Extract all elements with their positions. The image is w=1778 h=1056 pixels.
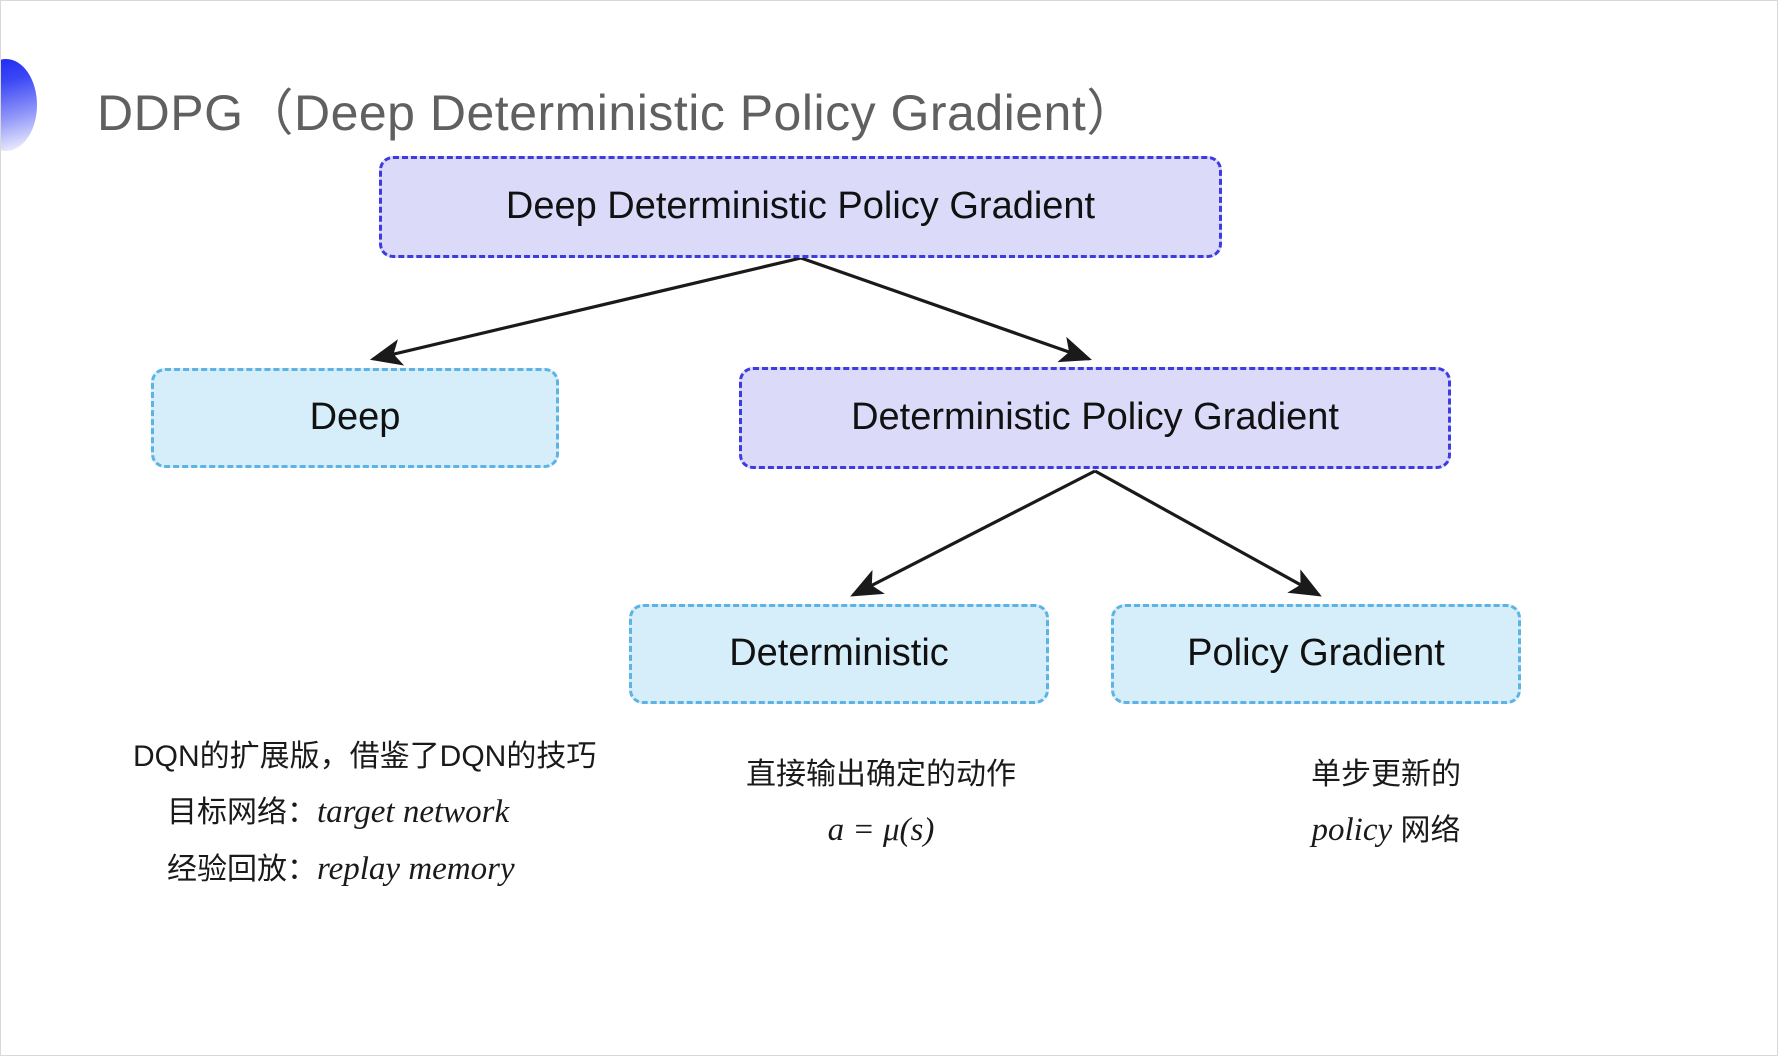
edge-dpg-to-deterministic	[850, 469, 1096, 597]
note-deep-line-2-term: target network	[317, 793, 510, 830]
note-deep-line-2: 目标网络：target network	[133, 784, 596, 842]
node-policy-gradient[interactable]: Policy Gradient	[1111, 604, 1521, 704]
node-label: Deep	[309, 396, 401, 439]
note-deterministic: 直接输出确定的动作 a = μ(s)	[741, 749, 1021, 859]
note-policy-line-1: 单步更新的	[1311, 758, 1461, 791]
note-deep: DQN的扩展版，借鉴了DQN的技巧 目标网络：target network 经验…	[133, 731, 596, 899]
node-deep-deterministic-policy-gradient[interactable]: Deep Deterministic Policy Gradient	[379, 156, 1222, 258]
node-deep[interactable]: Deep	[151, 368, 559, 468]
note-policy-gradient: 单步更新的 policy 网络	[1241, 749, 1531, 859]
page-title: DDPG（Deep Deterministic Policy Gradient）	[97, 85, 1137, 141]
note-policy-line-2: policy 网络	[1241, 802, 1531, 860]
note-policy-suffix: 网络	[1392, 813, 1461, 847]
node-label: Deterministic Policy Gradient	[851, 396, 1339, 439]
node-label: Deep Deterministic Policy Gradient	[505, 185, 1096, 228]
gradient-circle-accent-icon	[1, 59, 37, 151]
note-deep-line-2-label: 目标网络：	[167, 795, 317, 829]
edge-root-to-dpg	[800, 256, 1093, 363]
note-deep-line-3-label: 经验回放：	[167, 853, 317, 887]
note-deep-line-1: DQN的扩展版，借鉴了DQN的技巧	[133, 740, 597, 773]
node-deterministic-policy-gradient[interactable]: Deterministic Policy Gradient	[739, 367, 1451, 469]
node-label: Deterministic	[729, 632, 949, 675]
note-policy-term: policy	[1311, 811, 1393, 848]
edge-dpg-to-policy-gradient	[1094, 469, 1322, 597]
note-deterministic-formula: a = μ(s)	[827, 811, 935, 848]
node-deterministic[interactable]: Deterministic	[629, 604, 1049, 704]
node-label: Policy Gradient	[1187, 632, 1445, 675]
edge-root-to-deep	[369, 256, 802, 366]
note-deep-line-3-term: replay memory	[317, 851, 515, 888]
note-deep-line-3: 经验回放：replay memory	[133, 841, 596, 899]
note-deterministic-line-1: 直接输出确定的动作	[746, 758, 1016, 791]
